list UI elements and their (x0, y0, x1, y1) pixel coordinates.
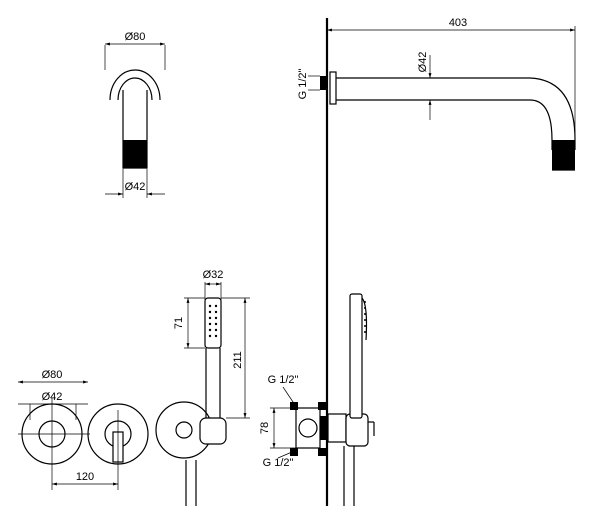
dim-spout-side-flange: Ø80 (125, 31, 146, 43)
handshower-front-view: Ø32 71 211 (155, 269, 250, 506)
dim-spout-thread: G 1/2" (297, 69, 309, 100)
box-side-view: G 1/2" 78 G 1/2" (259, 293, 375, 506)
dim-box-thread-bottom: G 1/2" (263, 457, 294, 469)
dim-spout-length: 403 (449, 17, 467, 29)
dim-handshower-length: 211 (232, 351, 244, 369)
dim-valve-flange: Ø80 (42, 369, 63, 381)
dim-spout-diameter: Ø42 (417, 52, 429, 73)
spout-front-view: 403 Ø42 G 1/2" (297, 17, 576, 171)
dim-valve-spacing: 120 (76, 471, 94, 483)
dim-handshower-head: 71 (173, 317, 185, 329)
dim-spout-side-outlet: Ø42 (125, 181, 146, 193)
dim-box-height: 78 (259, 422, 271, 434)
dim-handshower-diameter: Ø32 (203, 269, 224, 281)
dim-box-thread-top: G 1/2" (268, 374, 299, 386)
spout-side-view: Ø80 Ø42 (104, 31, 166, 198)
handshower-nozzles (208, 304, 218, 338)
valve-front-view: Ø80 Ø42 120 (18, 369, 149, 490)
dim-valve-handle: Ø42 (42, 391, 63, 403)
